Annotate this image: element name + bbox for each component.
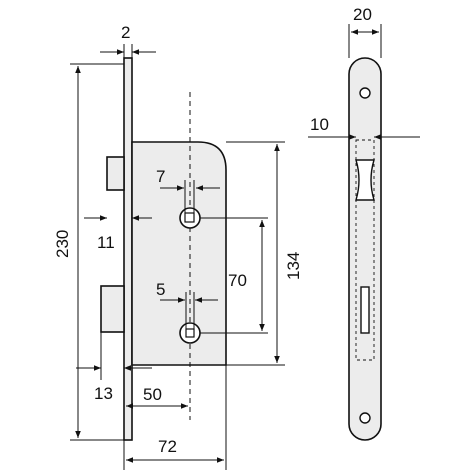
dim-center-distance: 70 (228, 271, 247, 290)
lock-case (131, 141, 227, 366)
dim-bolt-projection: 13 (94, 384, 113, 403)
bolt-window (360, 286, 370, 334)
dim-latch-offset: 10 (310, 115, 329, 134)
dim-cylinder-square: 5 (156, 280, 165, 299)
case-hidden-outline (355, 139, 375, 361)
dim-follower-square: 7 (156, 167, 165, 186)
cylinder-square (185, 328, 195, 338)
dim-faceplate-thickness: 2 (121, 23, 130, 42)
faceplate-front (348, 57, 382, 441)
dim-case-depth: 72 (158, 437, 177, 456)
bottom-screw-hole (359, 412, 371, 424)
faceplate-side (123, 57, 133, 441)
dim-backset: 50 (143, 385, 162, 404)
latch-bolt (106, 156, 125, 191)
latch-window (355, 159, 375, 201)
dim-faceplate-width: 20 (353, 5, 372, 24)
dim-case-height: 134 (284, 252, 303, 280)
dim-height-total: 230 (53, 230, 72, 258)
dead-bolt (100, 285, 125, 333)
dim-latch-projection: 11 (97, 233, 115, 252)
top-screw-hole (359, 87, 371, 99)
follower-square (184, 212, 195, 223)
